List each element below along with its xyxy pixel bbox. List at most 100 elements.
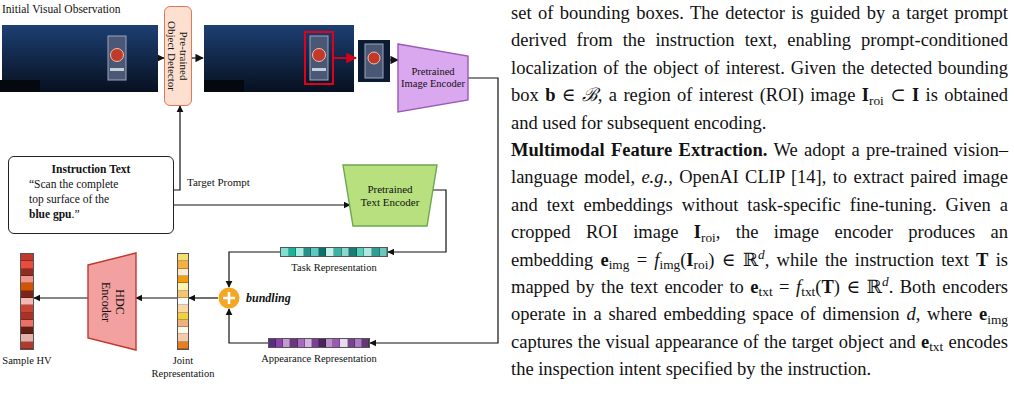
body-text: ℬ bbox=[582, 85, 598, 105]
vector-bar: Sample HV bbox=[20, 253, 34, 350]
vector-cell bbox=[281, 248, 289, 256]
body-text: = bbox=[773, 277, 796, 297]
scene-shadow bbox=[204, 80, 244, 92]
vector-cell bbox=[178, 327, 188, 334]
body-text: roi bbox=[701, 230, 716, 245]
vector-cell bbox=[305, 339, 312, 347]
box-label: HDC Encoder bbox=[98, 276, 126, 328]
vector-cell bbox=[21, 327, 33, 334]
vector-cell bbox=[21, 334, 33, 341]
body-text: I bbox=[686, 250, 693, 270]
connector bbox=[189, 297, 218, 298]
vector-cell bbox=[178, 298, 188, 305]
vector-cell bbox=[178, 269, 188, 276]
paragraph: Multimodal Feature Extraction. We adopt … bbox=[511, 137, 1008, 384]
detector-box: Pre-trained Object Detector bbox=[164, 6, 192, 106]
vector-cell bbox=[326, 339, 333, 347]
vector-cell bbox=[362, 339, 369, 347]
encoder-trapezoid: Pretrained Image Encoder bbox=[398, 44, 468, 112]
body-text: I bbox=[912, 85, 919, 105]
vector-cell bbox=[178, 254, 188, 261]
body-text: txt bbox=[929, 339, 943, 354]
vector-label: Task Representation bbox=[291, 261, 376, 274]
vector-cell bbox=[311, 248, 319, 256]
body-text: d bbox=[906, 304, 915, 324]
body-text: img bbox=[987, 312, 1008, 327]
vector-cell bbox=[326, 248, 334, 256]
body-text: captures the visual appearance of the ta… bbox=[511, 332, 921, 352]
body-text: e.g. bbox=[641, 167, 668, 187]
body-text: T bbox=[821, 277, 833, 297]
vector-cell bbox=[334, 248, 342, 256]
connector bbox=[229, 309, 268, 343]
vector-cell bbox=[178, 334, 188, 341]
body-text: ( bbox=[815, 277, 821, 297]
body-text: ( bbox=[680, 250, 686, 270]
body-text: b bbox=[545, 85, 555, 105]
body-text: d bbox=[758, 247, 765, 262]
vector-cell bbox=[349, 248, 357, 256]
body-text: ∈ bbox=[555, 85, 581, 105]
box-label: Pretrained Text Encoder bbox=[358, 183, 422, 208]
gpu-board bbox=[108, 36, 126, 80]
body-text: txt bbox=[759, 284, 773, 299]
scene-shadow bbox=[0, 80, 40, 92]
connector bbox=[174, 204, 350, 205]
connector bbox=[136, 297, 177, 298]
vector-cell bbox=[312, 339, 319, 347]
body-text: ) ∈ ℝ bbox=[708, 250, 758, 270]
body-text: e bbox=[921, 332, 929, 352]
body-text: roi bbox=[694, 257, 709, 272]
instruction-text: .” bbox=[72, 208, 80, 220]
roi-image bbox=[358, 40, 390, 82]
vector-label: Sample HV bbox=[2, 354, 51, 367]
operation-label: bundling bbox=[246, 291, 291, 306]
vector-cell bbox=[178, 291, 188, 298]
trapezoid bbox=[88, 253, 136, 350]
arrow bbox=[390, 59, 398, 60]
body-text: ⊂ bbox=[884, 85, 912, 105]
image-panel: Initial Visual Observation bbox=[2, 2, 158, 92]
vector-bar: Appearance Representation bbox=[268, 338, 370, 348]
vector-cell bbox=[269, 339, 276, 347]
arrow bbox=[192, 57, 203, 58]
gpu-fan bbox=[368, 52, 380, 64]
instruction-text: blue gpu bbox=[29, 208, 72, 220]
body-text: f bbox=[796, 277, 801, 297]
vector-cell bbox=[21, 313, 33, 320]
vector-cell bbox=[357, 248, 365, 256]
vector-cell bbox=[380, 248, 388, 256]
detected-image bbox=[204, 25, 354, 92]
vector-cell bbox=[340, 339, 347, 347]
gpu-stripe bbox=[110, 68, 124, 71]
encoder-trapezoid: HDC Encoder bbox=[88, 253, 136, 350]
body-text: txt bbox=[801, 284, 815, 299]
vector-cell bbox=[21, 320, 33, 327]
vector-cell bbox=[319, 248, 327, 256]
vector-cell bbox=[178, 313, 188, 320]
vector-label: Joint Representation bbox=[143, 354, 223, 380]
vector-cell bbox=[283, 339, 290, 347]
instruction-box: Instruction Text“Scan the complete top s… bbox=[8, 156, 174, 234]
body-text: img bbox=[609, 257, 630, 272]
trapezoid bbox=[398, 44, 468, 112]
trapezoid bbox=[343, 165, 437, 226]
body-text: T bbox=[976, 250, 988, 270]
encoder-trapezoid: Pretrained Text Encoder bbox=[343, 165, 437, 226]
body-text: I bbox=[694, 222, 701, 242]
body-text: I bbox=[862, 85, 869, 105]
connector bbox=[34, 297, 88, 298]
body-text: , where bbox=[916, 304, 979, 324]
body-text: Multimodal Feature Extraction. bbox=[511, 140, 767, 160]
connector bbox=[229, 252, 280, 287]
gpu-fan bbox=[111, 49, 124, 62]
bundling-symbol bbox=[218, 287, 240, 309]
vector-cell bbox=[21, 283, 33, 290]
vector-cell bbox=[348, 339, 355, 347]
gpu-fan bbox=[313, 49, 326, 62]
body-text: d bbox=[882, 274, 889, 289]
vector-cell bbox=[21, 298, 33, 305]
gpu-board bbox=[365, 44, 383, 78]
gpu-board bbox=[310, 36, 328, 80]
